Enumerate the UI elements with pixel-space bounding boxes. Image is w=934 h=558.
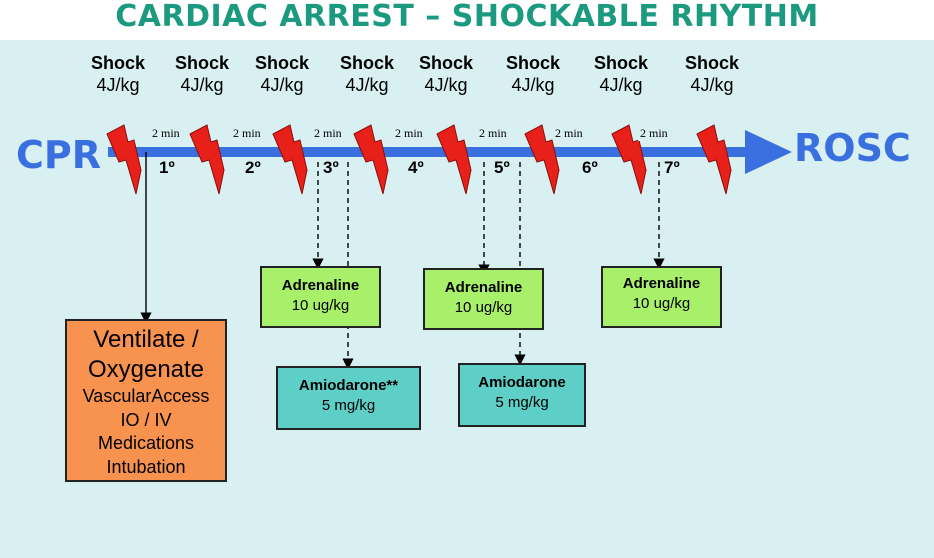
interval-label: 2 min <box>393 126 425 141</box>
vascular-access-line: VascularAccess <box>82 386 210 406</box>
medications-line: Medications <box>97 433 195 453</box>
interval-label: 2 min <box>477 126 509 141</box>
lightning-bolt-icon <box>611 124 647 195</box>
timeline-arrow-shaft <box>108 147 768 157</box>
ventilate-box: Ventilate / Oxygenate VascularAccess IO … <box>65 319 227 482</box>
timeline-arrow-head <box>745 130 792 174</box>
cycle-label-7: 7º <box>664 158 680 177</box>
page-title: CARDIAC ARREST – SHOCKABLE RHYTHM <box>115 0 819 34</box>
drug-dose: 5 mg/kg <box>321 397 376 414</box>
drug-name: Adrenaline <box>622 275 701 292</box>
amiodarone-box-1: Amiodarone** 5 mg/kg <box>276 366 421 430</box>
intubation-line: Intubation <box>106 456 186 477</box>
cycle-label-5: 5º <box>494 158 510 177</box>
cycle-label-3: 3º <box>323 158 339 177</box>
drug-dose: 5 mg/kg <box>495 394 549 411</box>
amiodarone-box-2: Amiodarone 5 mg/kg <box>458 363 586 427</box>
adrenaline-box-1: Adrenaline 10 ug/kg <box>260 266 381 328</box>
adrenaline-box-3: Adrenaline 10 ug/kg <box>601 266 722 328</box>
drug-dose: 10 ug/kg <box>632 295 691 312</box>
lightning-bolt-icon <box>272 124 308 195</box>
oxygenate-line: Oxygenate <box>87 356 205 383</box>
lightning-bolt-icon <box>353 124 389 195</box>
lightning-bolt-icon <box>524 124 560 195</box>
interval-label: 2 min <box>231 126 263 141</box>
interval-label: 2 min <box>150 126 182 141</box>
lightning-bolt-icon <box>696 124 732 195</box>
drug-dose: 10 ug/kg <box>291 297 350 314</box>
drug-dose: 10 ug/kg <box>454 299 513 316</box>
cycle-label-1: 1º <box>159 158 175 177</box>
drug-name: Amiodarone** <box>298 377 399 394</box>
cycle-label-2: 2º <box>245 158 261 177</box>
rosc-label: ROSC <box>794 126 911 170</box>
io-iv-line: IO / IV <box>120 409 172 430</box>
drug-name: Adrenaline <box>444 279 523 296</box>
interval-label: 2 min <box>312 126 344 141</box>
drug-name: Adrenaline <box>281 277 360 294</box>
adrenaline-box-2: Adrenaline 10 ug/kg <box>423 268 544 330</box>
ventilate-line: Ventilate / <box>93 326 199 353</box>
interval-label: 2 min <box>638 126 670 141</box>
lightning-bolt-icon <box>189 124 225 195</box>
cycle-label-6: 6º <box>582 158 598 177</box>
cycle-label-4: 4º <box>408 158 424 177</box>
interval-label: 2 min <box>553 126 585 141</box>
lightning-bolt-icon <box>106 124 142 195</box>
lightning-bolt-icon <box>436 124 472 195</box>
drug-name: Amiodarone <box>478 374 566 391</box>
cpr-label: CPR <box>16 133 101 177</box>
